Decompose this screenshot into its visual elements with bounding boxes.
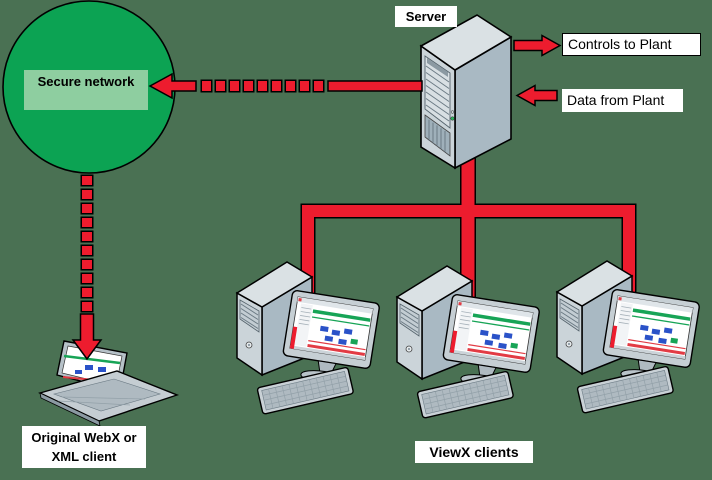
laptop-icon (38, 340, 180, 427)
server-tower-icon (419, 14, 513, 170)
server-label: Server (395, 6, 457, 27)
dashed-arrow-server-to-network (148, 72, 423, 100)
dashed-arrow-network-to-laptop (71, 174, 103, 361)
webx-client-label: Original WebX or XML client (22, 426, 146, 468)
webx-client-label-line2: XML client (51, 449, 117, 464)
data-from-plant-arrow (515, 84, 558, 107)
viewx-client-right (556, 260, 701, 415)
viewx-client-middle (396, 265, 541, 420)
webx-client-label-line1: Original WebX or (31, 430, 137, 445)
server-power-button (450, 110, 455, 114)
controls-to-plant-label: Controls to Plant (562, 33, 701, 56)
secure-network-label: Secure network (24, 70, 148, 110)
viewx-clients-label: ViewX clients (415, 441, 533, 463)
data-from-plant-label: Data from Plant (562, 89, 683, 112)
viewx-client-left (236, 261, 381, 416)
server-led (450, 116, 455, 121)
controls-to-plant-arrow (513, 34, 562, 57)
